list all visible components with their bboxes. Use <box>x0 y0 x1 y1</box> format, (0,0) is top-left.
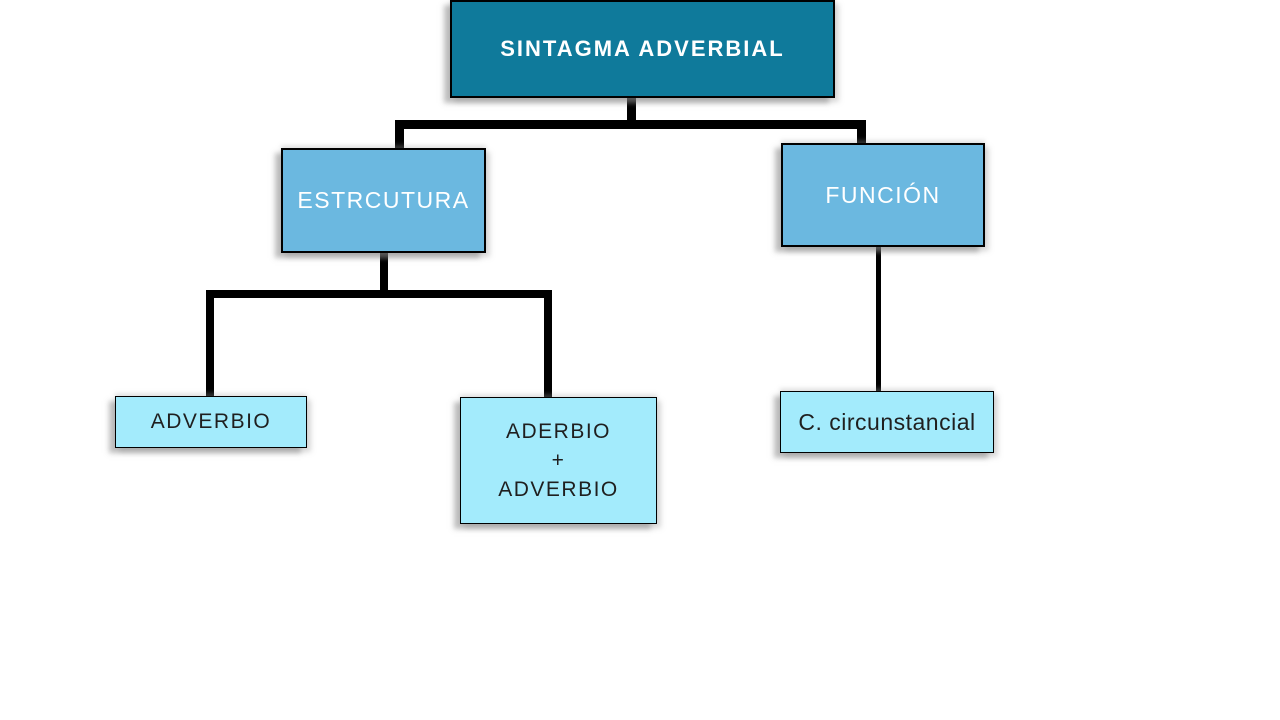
connector-funcion-drop <box>857 120 866 145</box>
node-sintagma-adverbial: SINTAGMA ADVERBIAL <box>450 0 835 98</box>
node-label: C. circunstancial <box>798 408 976 435</box>
connector-level2-hbar <box>206 290 552 298</box>
node-estructura: ESTRCUTURA <box>281 148 486 253</box>
node-label-line: + <box>551 449 566 472</box>
connector-adverbio-plus-drop <box>544 290 552 399</box>
node-label: FUNCIÓN <box>825 181 941 208</box>
connector-level1-hbar <box>395 120 866 129</box>
node-adverbio-plus-adverbio: ADERBIO + ADVERBIO <box>460 397 657 524</box>
node-label-multiline: ADERBIO + ADVERBIO <box>498 417 619 504</box>
node-adverbio: ADVERBIO <box>115 396 307 448</box>
node-label-line: ADERBIO <box>505 420 612 443</box>
connector-estructura-stub <box>380 253 388 293</box>
connector-root-stub <box>627 98 636 124</box>
node-label-line: ADVERBIO <box>498 478 619 501</box>
node-label: ADVERBIO <box>150 410 272 433</box>
node-label: ESTRCUTURA <box>297 187 470 213</box>
node-c-circunstancial: C. circunstancial <box>780 391 994 453</box>
connector-funcion-to-circunstancial <box>876 247 881 393</box>
connector-estructura-drop <box>395 120 404 150</box>
node-label: SINTAGMA ADVERBIAL <box>500 36 785 61</box>
connector-adverbio-drop <box>206 290 214 398</box>
node-funcion: FUNCIÓN <box>781 143 985 247</box>
